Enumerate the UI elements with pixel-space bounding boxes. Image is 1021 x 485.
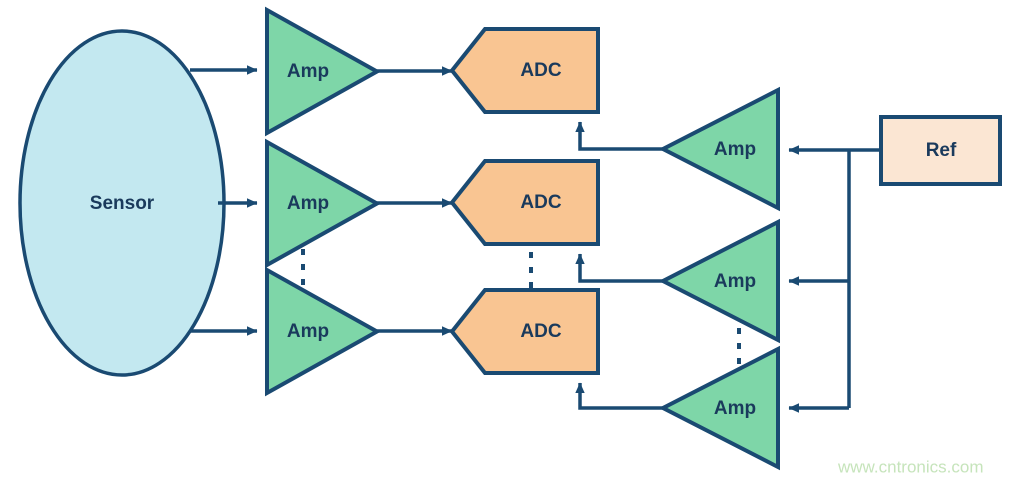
sensor-label: Sensor (90, 193, 155, 214)
reference-amp-n-label: Amp (714, 398, 756, 419)
reference-amp-1-triangle (658, 86, 780, 212)
reference-amp-1-label: Amp (714, 139, 756, 160)
ref-block[interactable]: Ref (879, 115, 1002, 186)
adc-n[interactable]: ADC (449, 288, 600, 375)
reference-amp-n[interactable]: Amp (658, 345, 780, 471)
adc-1[interactable]: ADC (449, 27, 600, 114)
adc-n-shape (449, 288, 600, 375)
signal-amp-1-label: Amp (287, 61, 329, 82)
signal-amp-1[interactable]: Amp (265, 6, 382, 137)
adc-1-shape (449, 27, 600, 114)
ref-rect (879, 115, 1002, 186)
adc-2-label: ADC (520, 192, 561, 213)
signal-amp-n-label: Amp (287, 321, 329, 342)
sensor-block[interactable]: Sensor (18, 29, 226, 377)
reference-amp-2-triangle (658, 218, 780, 344)
reference-amp-2[interactable]: Amp (658, 218, 780, 344)
adc-2-shape (449, 159, 600, 246)
ref-label: Ref (926, 140, 957, 161)
reference-amp-1[interactable]: Amp (658, 86, 780, 212)
reference-amp-n-triangle (658, 345, 780, 471)
watermark-text: www.cntronics.com (837, 457, 983, 476)
connector-refampn-to-adcn (575, 382, 663, 410)
connector-refamp1-to-adc1 (575, 121, 663, 151)
signal-amp-n-triangle (265, 266, 382, 397)
adc-n-label: ADC (520, 321, 561, 342)
adc-2[interactable]: ADC (449, 159, 600, 246)
signal-amp-n[interactable]: Amp (265, 266, 382, 397)
reference-amp-2-label: Amp (714, 271, 756, 292)
adc-1-label: ADC (520, 60, 561, 81)
connector-refamp2-to-adc2 (575, 253, 663, 283)
signal-amp-2-label: Amp (287, 193, 329, 214)
signal-amp-2-triangle (265, 138, 382, 269)
signal-amp-2[interactable]: Amp (265, 138, 382, 269)
signal-amp-1-triangle (265, 6, 382, 137)
